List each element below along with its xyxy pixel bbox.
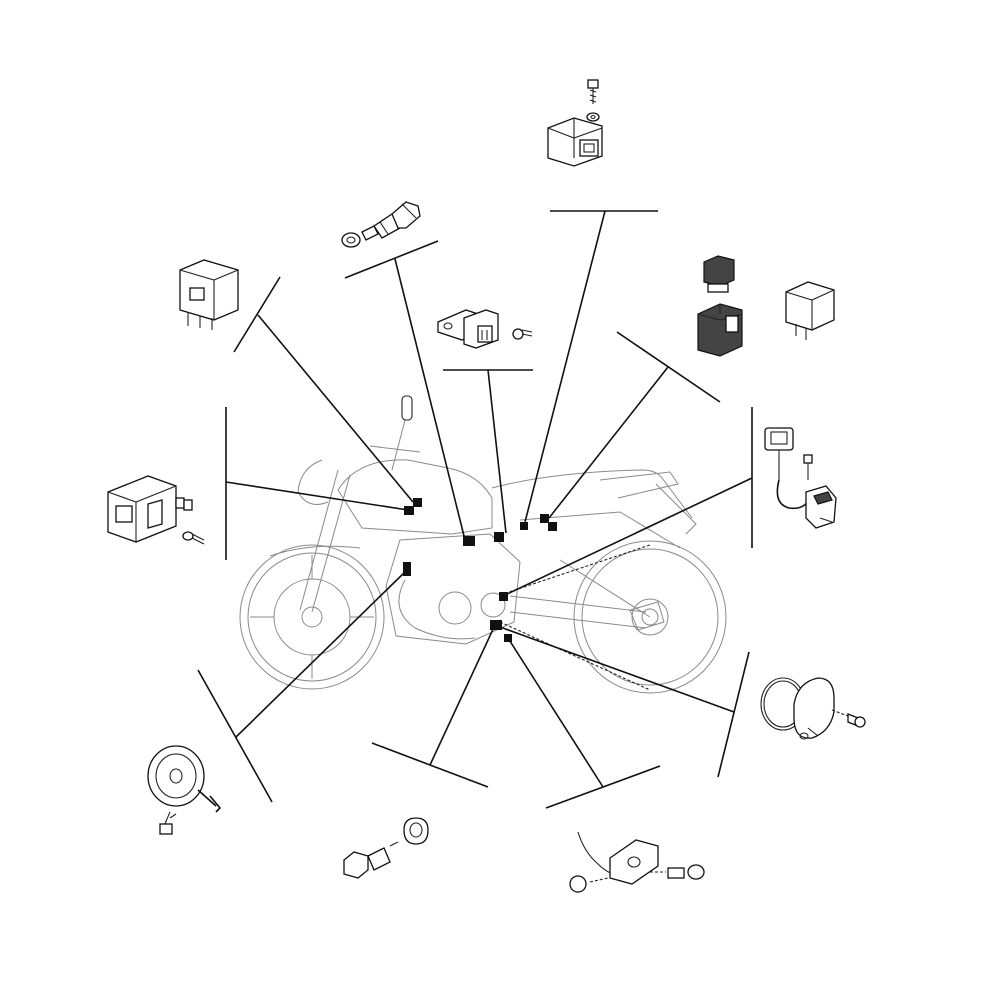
horn-icon	[147, 745, 222, 835]
leader-lines	[197, 210, 753, 809]
temperature-sensor-icon	[341, 201, 421, 248]
oil-switch-icon	[343, 817, 429, 879]
location-markers	[403, 498, 557, 642]
motorcycle-illustration	[239, 395, 727, 694]
pickup-coil-icon	[760, 677, 866, 740]
starter-relay-icon	[107, 475, 205, 545]
rear-wheel	[573, 540, 727, 694]
bracket-sensor-icon	[437, 309, 533, 349]
wired-sensor-icon	[764, 427, 837, 529]
top-sensor-icon	[547, 79, 603, 167]
neutral-switch-icon	[569, 831, 705, 893]
relay-icon	[179, 259, 239, 330]
relay-pair-icon	[697, 255, 835, 357]
